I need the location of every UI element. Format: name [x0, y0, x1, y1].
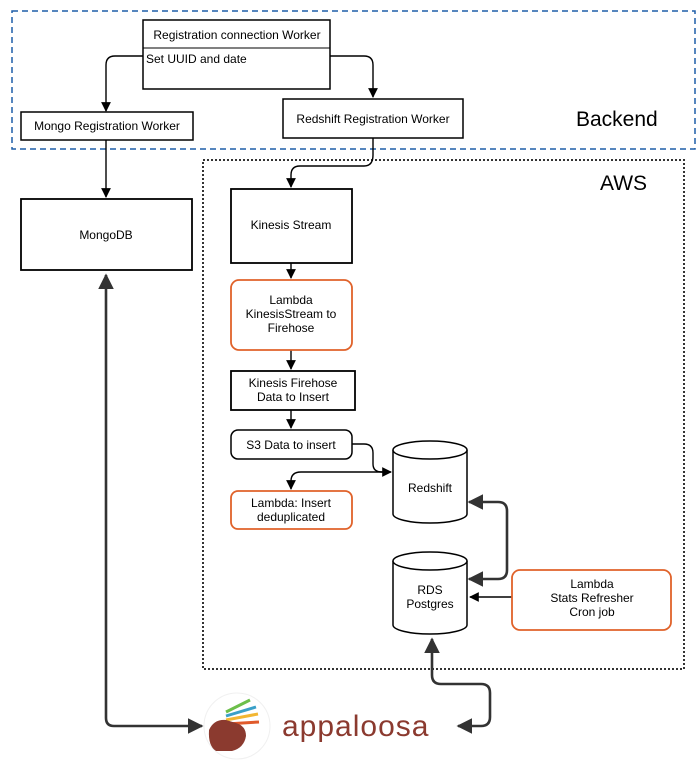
lambda-kinesis-node: Lambda KinesisStream to Firehose	[230, 279, 353, 351]
edge-reg-to-mongo-worker	[101, 55, 143, 112]
edge-s3-to-redshift	[352, 443, 392, 477]
mongodb-label: MongoDB	[79, 228, 132, 242]
logo-horse-shape	[208, 719, 246, 751]
mongo-worker-label: Mongo Registration Worker	[34, 119, 180, 133]
edge-reg-to-redshift-worker	[330, 55, 378, 98]
edge-rds-to-logo	[424, 637, 492, 734]
lambda-kinesis-line2: KinesisStream to	[246, 307, 337, 321]
edge-mongodb-to-logo	[98, 273, 204, 734]
lambda-insert-line1: Lambda: Insert	[251, 496, 332, 510]
registration-worker-title: Registration connection Worker	[153, 28, 320, 42]
lambda-kinesis-line1: Lambda	[269, 293, 313, 307]
edge-redshift-worker-to-kinesis	[286, 138, 374, 188]
aws-label: AWS	[600, 172, 647, 195]
kinesis-firehose-node: Kinesis Firehose Data to Insert	[230, 370, 356, 411]
lambda-stats-line3: Cron job	[569, 605, 615, 619]
registration-worker-node: Registration connection Worker Set UUID …	[142, 19, 331, 90]
firehose-line2: Data to Insert	[257, 390, 330, 404]
lambda-stats-node: Lambda Stats Refresher Cron job	[511, 569, 672, 631]
rds-line1: RDS	[417, 583, 442, 597]
s3-node: S3 Data to insert	[230, 429, 353, 460]
lambda-stats-line1: Lambda	[570, 577, 614, 591]
redshift-database: Redshift	[392, 440, 468, 524]
lambda-stats-line2: Stats Refresher	[550, 591, 633, 605]
lambda-insert-line2: deduplicated	[257, 510, 325, 524]
registration-worker-field: Set UUID and date	[146, 52, 247, 66]
mongodb-node: MongoDB	[20, 198, 193, 271]
mongo-worker-node: Mongo Registration Worker	[20, 111, 194, 141]
logo-wordmark: appaloosa	[282, 710, 429, 743]
firehose-line1: Kinesis Firehose	[249, 376, 338, 390]
edge-redshift-to-rds	[467, 494, 509, 587]
backend-region	[11, 10, 696, 150]
edge-redshift-to-lambda-insert	[286, 471, 388, 490]
redshift-label: Redshift	[408, 481, 453, 495]
redshift-worker-label: Redshift Registration Worker	[296, 112, 449, 126]
appaloosa-logo: appaloosa	[203, 692, 429, 760]
lambda-kinesis-line3: Firehose	[268, 321, 315, 335]
backend-label: Backend	[576, 108, 658, 131]
kinesis-stream-label: Kinesis Stream	[251, 218, 332, 232]
redshift-worker-node: Redshift Registration Worker	[282, 98, 464, 139]
s3-label: S3 Data to insert	[246, 438, 336, 452]
kinesis-stream-node: Kinesis Stream	[230, 188, 353, 264]
lambda-insert-node: Lambda: Insert deduplicated	[230, 490, 353, 530]
rds-database: RDS Postgres	[392, 551, 468, 635]
rds-line2: Postgres	[406, 597, 453, 611]
